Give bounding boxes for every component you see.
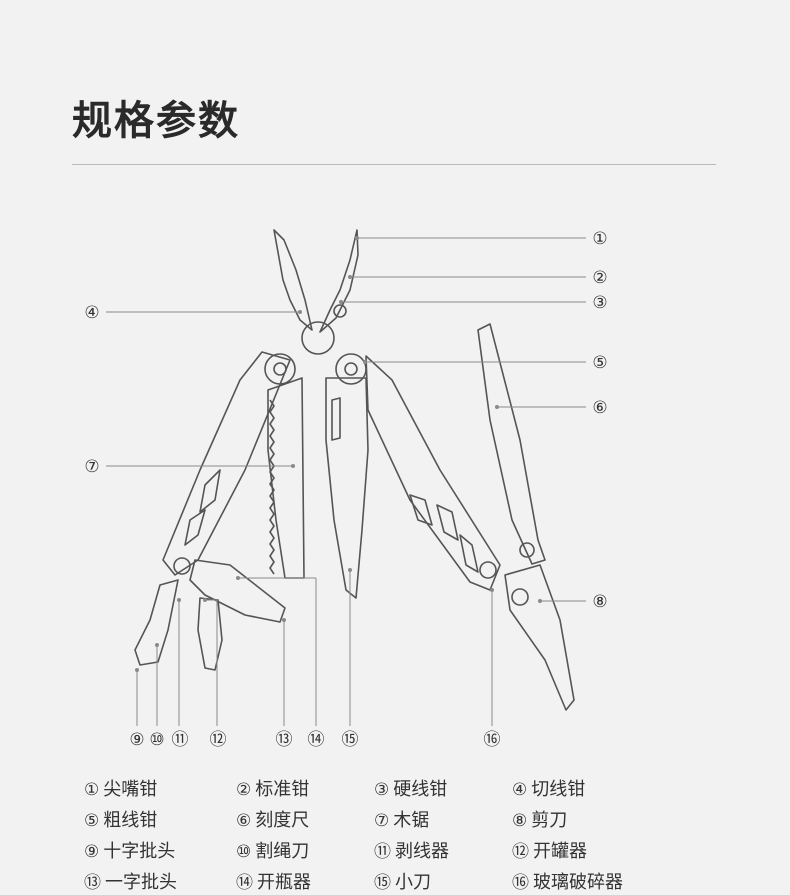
callout-2: ② [592,268,607,288]
pliers-jaw-right [319,229,359,333]
page-title: 规格参数 [72,98,240,144]
callout-12: ⑫ [210,730,227,750]
callout-4: ④ [84,303,99,323]
right-handle-screw [479,561,497,579]
left-handle [162,351,291,576]
scissors [504,564,575,711]
callout-15: ⑮ [342,730,359,750]
left-handle-screw [173,557,191,575]
callout-5: ⑤ [592,353,607,373]
callout-numbers: ① ② ③ ④ ⑤ ⑥ ⑦ ⑧ ⑨ ⑩ ⑪ ⑫ ⑬ ⑭ ⑮ ⑯ [84,229,607,750]
callout-7: ⑦ [84,457,99,477]
bottle-opener-tool [189,559,286,623]
pivot-screw-right [333,304,347,318]
callout-dots [135,236,542,672]
callout-3: ③ [592,293,607,313]
callout-lines [106,237,586,726]
callout-14: ⑭ [308,730,325,750]
can-opener-tool [197,597,223,671]
title-divider [72,164,716,165]
multitool-illustration [134,229,575,711]
callout-10: ⑩ [149,730,164,750]
pliers-pivot [301,321,335,355]
knife-blade [325,377,369,599]
callout-1: ① [592,229,607,249]
ruler [477,323,546,565]
pivot-screw-left [264,353,296,385]
callout-13: ⑬ [276,730,293,750]
callout-11: ⑪ [172,730,189,750]
callout-16: ⑯ [484,730,501,750]
right-handle [365,355,501,591]
callout-6: ⑥ [592,398,607,418]
screwdriver-tool [134,579,179,666]
pivot-screw-right-main [335,353,367,385]
pliers-jaw-left [273,229,313,331]
callout-8: ⑧ [592,592,607,612]
callout-9: ⑨ [129,730,144,750]
